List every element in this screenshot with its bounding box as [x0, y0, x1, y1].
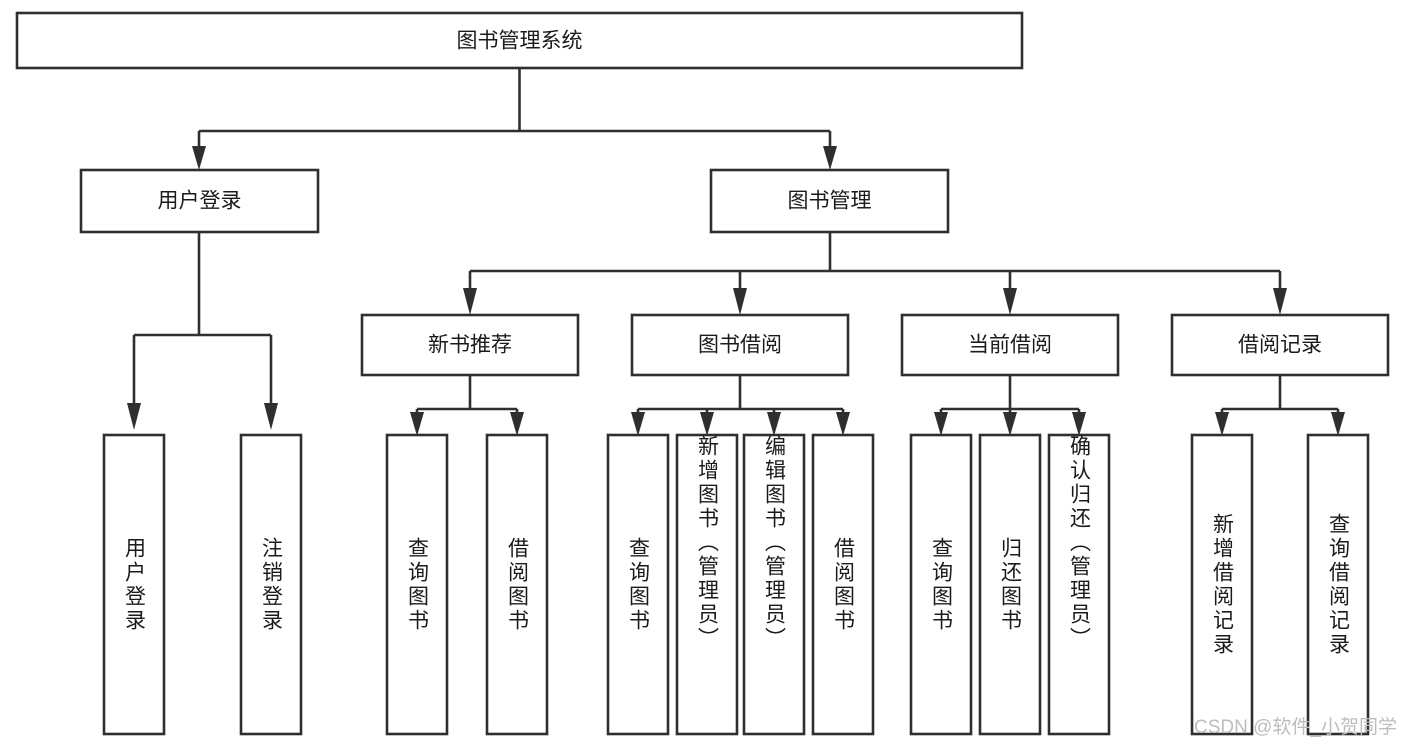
- connector-newbook-to-leaves: [410, 375, 524, 436]
- node-current-borrow[interactable]: 当前借阅: [900, 313, 1120, 377]
- node-label: 借阅记录: [1238, 334, 1322, 357]
- node-book-management[interactable]: 图书管理: [709, 168, 950, 234]
- node-leaf-add-record[interactable]: [1190, 433, 1254, 736]
- node-leaf-add-book[interactable]: [675, 433, 739, 736]
- node-leaf-borrow-book-1[interactable]: [485, 433, 549, 736]
- node-book-borrow[interactable]: 图书借阅: [630, 313, 850, 377]
- node-leaf-query-book-3[interactable]: [909, 433, 973, 736]
- connector-borrowrecord-to-leaves: [1215, 375, 1345, 436]
- node-leaf-return-book[interactable]: [978, 433, 1042, 736]
- node-label: 图书管理: [788, 190, 872, 213]
- connector-userlogin-to-leaves: [127, 232, 278, 430]
- node-user-login[interactable]: 用户登录: [79, 168, 320, 234]
- node-leaf-user-login[interactable]: [102, 433, 166, 736]
- connector-bookmgmt-to-level3: [463, 232, 1287, 315]
- node-leaf-borrow-book-2[interactable]: [811, 433, 875, 736]
- node-leaf-query-book-2[interactable]: [606, 433, 670, 736]
- node-borrow-record[interactable]: 借阅记录: [1170, 313, 1390, 377]
- node-leaf-confirm-return[interactable]: [1047, 433, 1111, 736]
- node-label: 图书借阅: [698, 334, 782, 357]
- node-leaf-logout[interactable]: [239, 433, 303, 736]
- node-label: 新书推荐: [428, 334, 512, 357]
- node-leaf-query-record[interactable]: [1306, 433, 1370, 736]
- connector-root-to-level2: [192, 68, 837, 170]
- node-new-book-recommend[interactable]: 新书推荐: [360, 313, 580, 377]
- connector-currentborrow-to-leaves: [934, 375, 1086, 436]
- node-label: 当前借阅: [968, 334, 1052, 357]
- node-leaf-edit-book[interactable]: [742, 433, 806, 736]
- node-label: 用户登录: [158, 190, 242, 213]
- connector-bookborrow-to-leaves: [631, 375, 850, 436]
- node-book-management-system[interactable]: 图书管理系统: [15, 11, 1024, 70]
- node-label: 图书管理系统: [457, 30, 583, 53]
- node-leaf-query-book-1[interactable]: [385, 433, 449, 736]
